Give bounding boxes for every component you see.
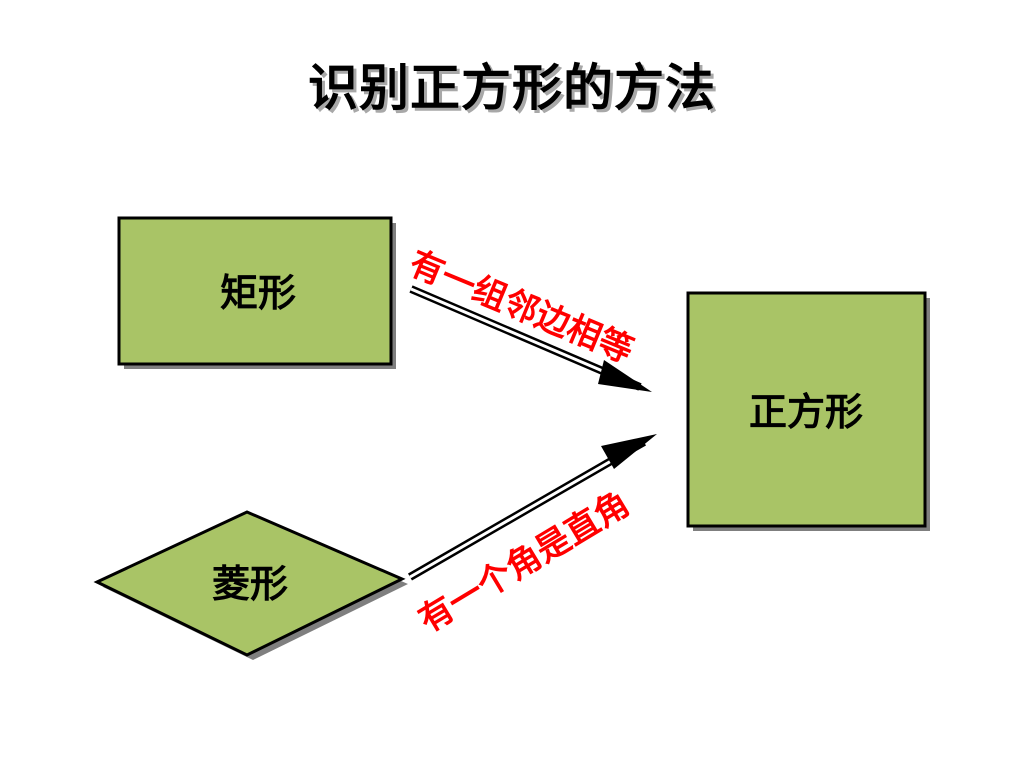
rectangle-node: 矩形 xyxy=(117,216,396,369)
square-label: 正方形 xyxy=(749,390,863,434)
rhombus-label: 菱形 xyxy=(212,562,288,606)
arrow-bottom-inner xyxy=(409,440,645,579)
rectangle-label: 矩形 xyxy=(220,271,296,315)
arrow-rhombus-to-square: 有一个角是直角 xyxy=(408,434,657,641)
square-shape xyxy=(686,291,927,528)
rhombus-shape xyxy=(93,510,406,657)
rectangle-shape xyxy=(117,216,393,366)
rhombus-node: 菱形 xyxy=(93,510,408,660)
arrow-rectangle-to-square: 有一组邻边相等 xyxy=(404,243,652,392)
square-node: 正方形 xyxy=(686,291,930,531)
arrow-bottom-head xyxy=(601,434,657,469)
arrow-top-label: 有一组邻边相等 xyxy=(404,243,639,371)
slide-title: 识别正方形的方法 xyxy=(308,59,716,117)
arrow-top-head xyxy=(598,360,652,392)
